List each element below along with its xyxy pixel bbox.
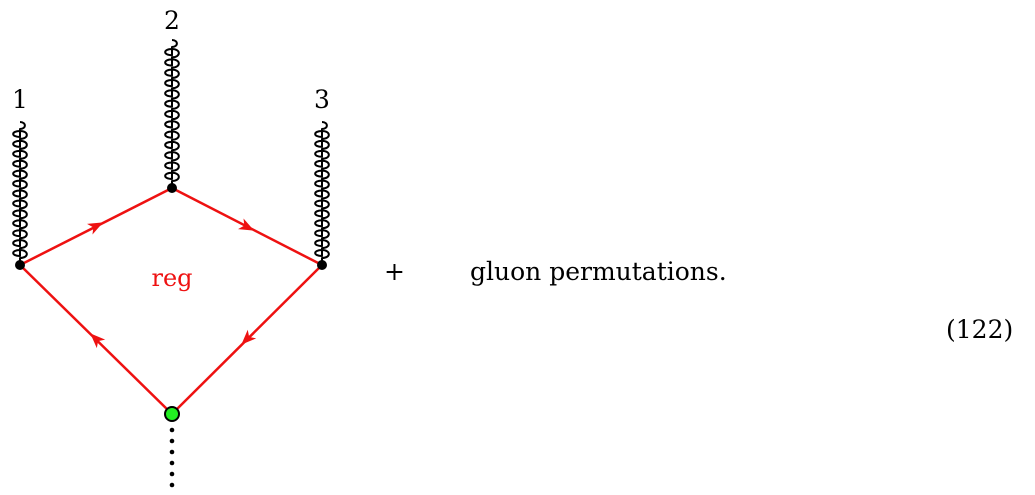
gluon-lines: [12, 39, 330, 265]
dotted-external-line: [169, 427, 175, 488]
vertex-2: [167, 183, 177, 193]
gluon-label-2: 2: [164, 6, 180, 35]
vertex-1: [15, 260, 25, 270]
permutations-text: gluon permutations.: [470, 257, 727, 286]
plus-sign: +: [384, 257, 405, 286]
gluon-label-1: 1: [12, 85, 28, 114]
arrow-head-1: [87, 222, 104, 235]
loop-label: reg: [151, 264, 192, 292]
gluon-label-3: 3: [314, 85, 330, 114]
vertex-3: [317, 260, 327, 270]
gluon-3: [314, 121, 330, 265]
arrow-head-4: [90, 333, 106, 349]
equation-number: (122): [946, 315, 1014, 344]
fermion-loop: [19, 186, 323, 415]
gluon-2: [164, 39, 180, 188]
green-vertex: [164, 406, 180, 422]
arrow-head-3: [241, 329, 257, 345]
gluon-1: [12, 121, 28, 265]
arrow-head-2: [238, 218, 255, 231]
